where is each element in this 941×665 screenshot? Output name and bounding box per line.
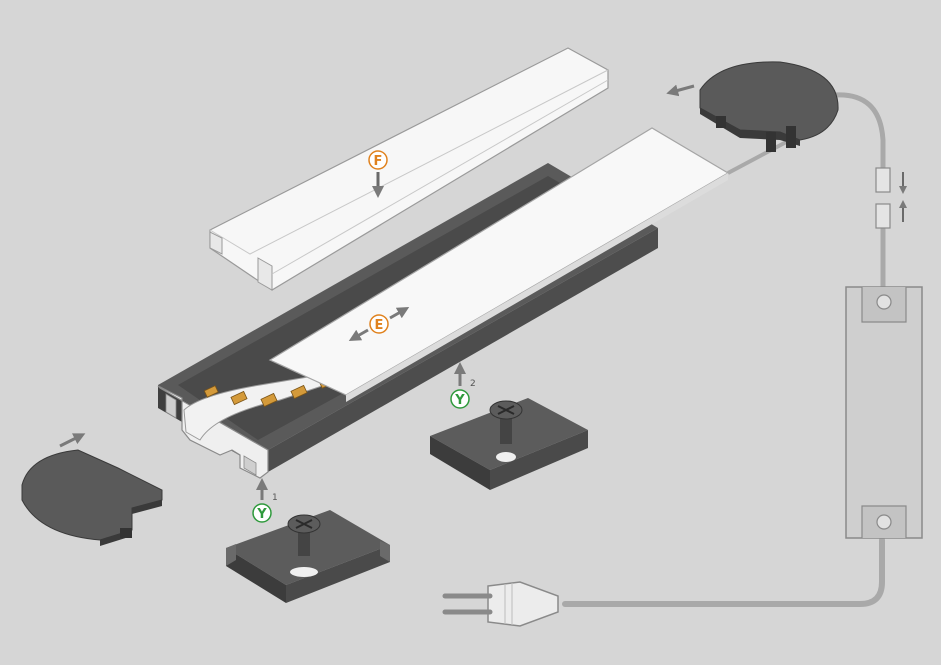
mounting-clip-second: [430, 398, 588, 490]
mains-cable: [562, 537, 885, 607]
mains-plug: [442, 581, 559, 627]
end-cap-left-arrow: [59, 433, 86, 448]
mounting-clip-first: [226, 510, 390, 603]
end-cap-right-arrow: [666, 84, 695, 97]
end-cap-right: [699, 61, 839, 152]
top-cover-part: [209, 47, 609, 291]
clip-first-label-badge: Y 1: [252, 493, 278, 523]
diffuser-slide-arrow-right: [389, 307, 410, 320]
clip-second-label: Y: [454, 393, 465, 408]
step-first-number: 1: [272, 493, 278, 503]
clip-first-label: Y: [256, 507, 267, 522]
led-cable: [831, 92, 886, 173]
cover-label-badge: F: [368, 150, 388, 170]
end-cap-left: [21, 449, 163, 546]
clip-second-label-badge: Y 2: [450, 379, 476, 409]
diffuser-label: E: [375, 318, 384, 333]
diffuser-label-badge: E: [369, 314, 389, 334]
diffuser-slide-arrow-left: [348, 328, 369, 341]
cover-label: F: [374, 154, 383, 169]
cable-connector: [875, 167, 907, 229]
power-supply-unit: [845, 286, 923, 539]
step-second-number: 2: [470, 379, 476, 389]
